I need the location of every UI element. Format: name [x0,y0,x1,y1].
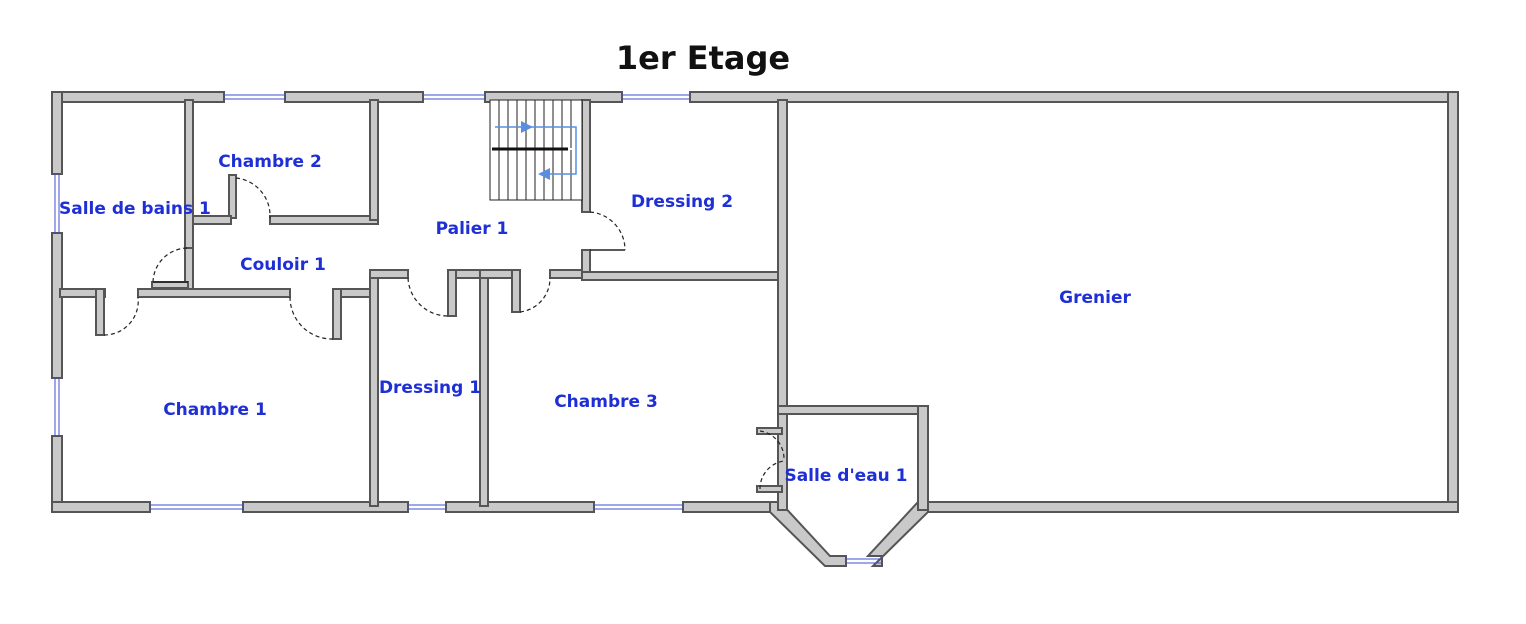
walls [51,91,1459,567]
wall [777,405,929,415]
arrow-head-icon [521,121,533,133]
room-labels: Salle de bains 1 Chambre 2 Palier 1 Dres… [59,152,1131,486]
wall [269,215,379,225]
door-swing [519,277,551,313]
door-swing [289,296,334,340]
wall [242,501,409,513]
wall [51,91,63,175]
wall [756,485,783,493]
wall [51,435,63,513]
wall [332,288,342,340]
room-label-chambre-3: Chambre 3 [554,392,658,412]
doors [103,177,785,490]
wall [95,288,105,336]
room-label-couloir-1: Couloir 1 [240,255,326,275]
wall [689,91,1459,103]
wall [777,99,788,511]
staircase [489,99,583,201]
wall [479,269,489,507]
wall [581,271,783,281]
door-swing [759,460,785,490]
room-label-chambre-1: Chambre 1 [163,400,267,420]
wall [51,91,225,103]
wall [51,501,151,513]
room-label-salle-de-bains-1: Salle de bains 1 [59,199,211,219]
wall [228,174,237,219]
windows [54,94,882,564]
door-swing [152,247,189,283]
door-swing [589,211,626,251]
room-label-chambre-2: Chambre 2 [218,152,322,172]
room-label-dressing-2: Dressing 2 [631,192,733,212]
door-swing [235,177,271,219]
wall [581,99,591,213]
wall [51,232,63,379]
stair-direction-arrow [495,126,577,175]
room-label-salle-d-eau-1: Salle d'eau 1 [784,466,907,486]
bay-wall [769,501,847,567]
door-swing [103,296,139,336]
wall [151,281,189,289]
room-label-palier-1: Palier 1 [436,219,509,239]
wall [445,501,595,513]
wall [284,91,424,103]
wall [511,269,521,313]
wall [917,405,929,511]
door-swing [759,430,785,460]
wall [369,269,409,279]
wall [369,269,379,507]
arrow-head-icon [538,168,550,180]
door-swing [407,277,449,317]
wall [682,501,771,513]
room-label-grenier: Grenier [1059,288,1131,308]
room-label-dressing-1: Dressing 1 [379,378,481,398]
wall [369,99,379,221]
wall [184,99,194,251]
plan-title: 1er Etage [616,39,790,77]
wall [137,288,291,298]
wall [927,501,1459,513]
wall [479,269,517,279]
wall [447,269,457,317]
wall [1447,91,1459,513]
wall [192,215,232,225]
bay-wall [865,501,929,567]
